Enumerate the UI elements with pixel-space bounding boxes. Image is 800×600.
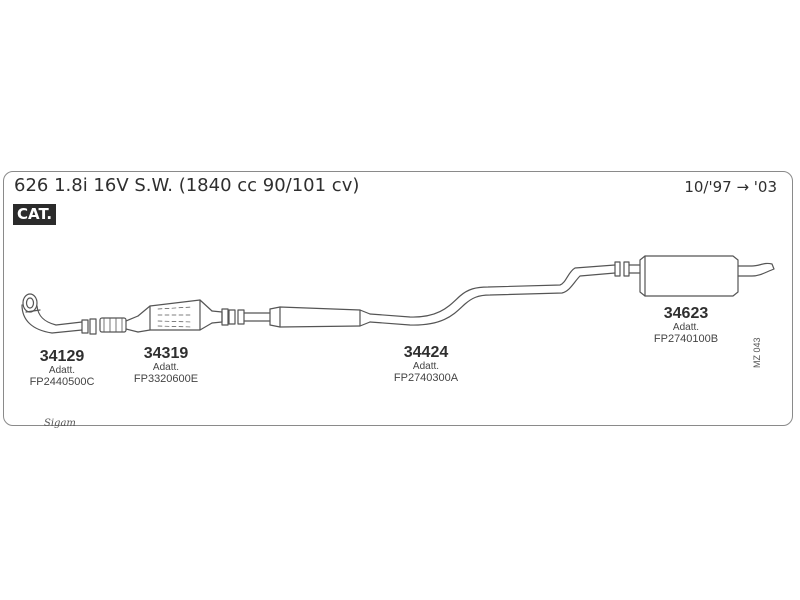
part-code: 34129	[39, 348, 85, 365]
part-34424[interactable]: 34424 Adatt. FP2740300A	[384, 344, 468, 384]
part-34623[interactable]: 34623 Adatt. FP2740100B	[644, 305, 728, 345]
intermediate-pipe-34424	[237, 261, 621, 328]
part-code: 34623	[663, 305, 709, 322]
part-reference: FP2740300A	[393, 372, 459, 384]
front-pipe-34129	[21, 293, 97, 335]
part-label: Adatt.	[412, 361, 440, 372]
rear-silencer-34623	[623, 255, 775, 297]
vehicle-title: 626 1.8i 16V S.W. (1840 cc 90/101 cv)	[14, 175, 360, 196]
brand-logo: Sigam	[44, 418, 76, 429]
part-reference: FP3320600E	[133, 373, 199, 385]
cat-badge: CAT.	[13, 204, 57, 225]
part-34319[interactable]: 34319 Adatt. FP3320600E	[124, 345, 208, 385]
diagram-panel	[3, 171, 793, 426]
diagram-code: MZ 043	[752, 337, 762, 368]
catalytic-converter-34319	[99, 299, 236, 333]
part-reference: FP2440500C	[29, 376, 95, 388]
date-range: 10/'97 → '03	[684, 178, 777, 196]
part-label: Adatt.	[152, 362, 180, 373]
part-34129[interactable]: 34129 Adatt. FP2440500C	[22, 348, 102, 388]
part-label: Adatt.	[48, 365, 76, 376]
part-code: 34319	[143, 345, 189, 362]
part-label: Adatt.	[672, 322, 700, 333]
part-code: 34424	[403, 344, 449, 361]
part-reference: FP2740100B	[653, 333, 719, 345]
